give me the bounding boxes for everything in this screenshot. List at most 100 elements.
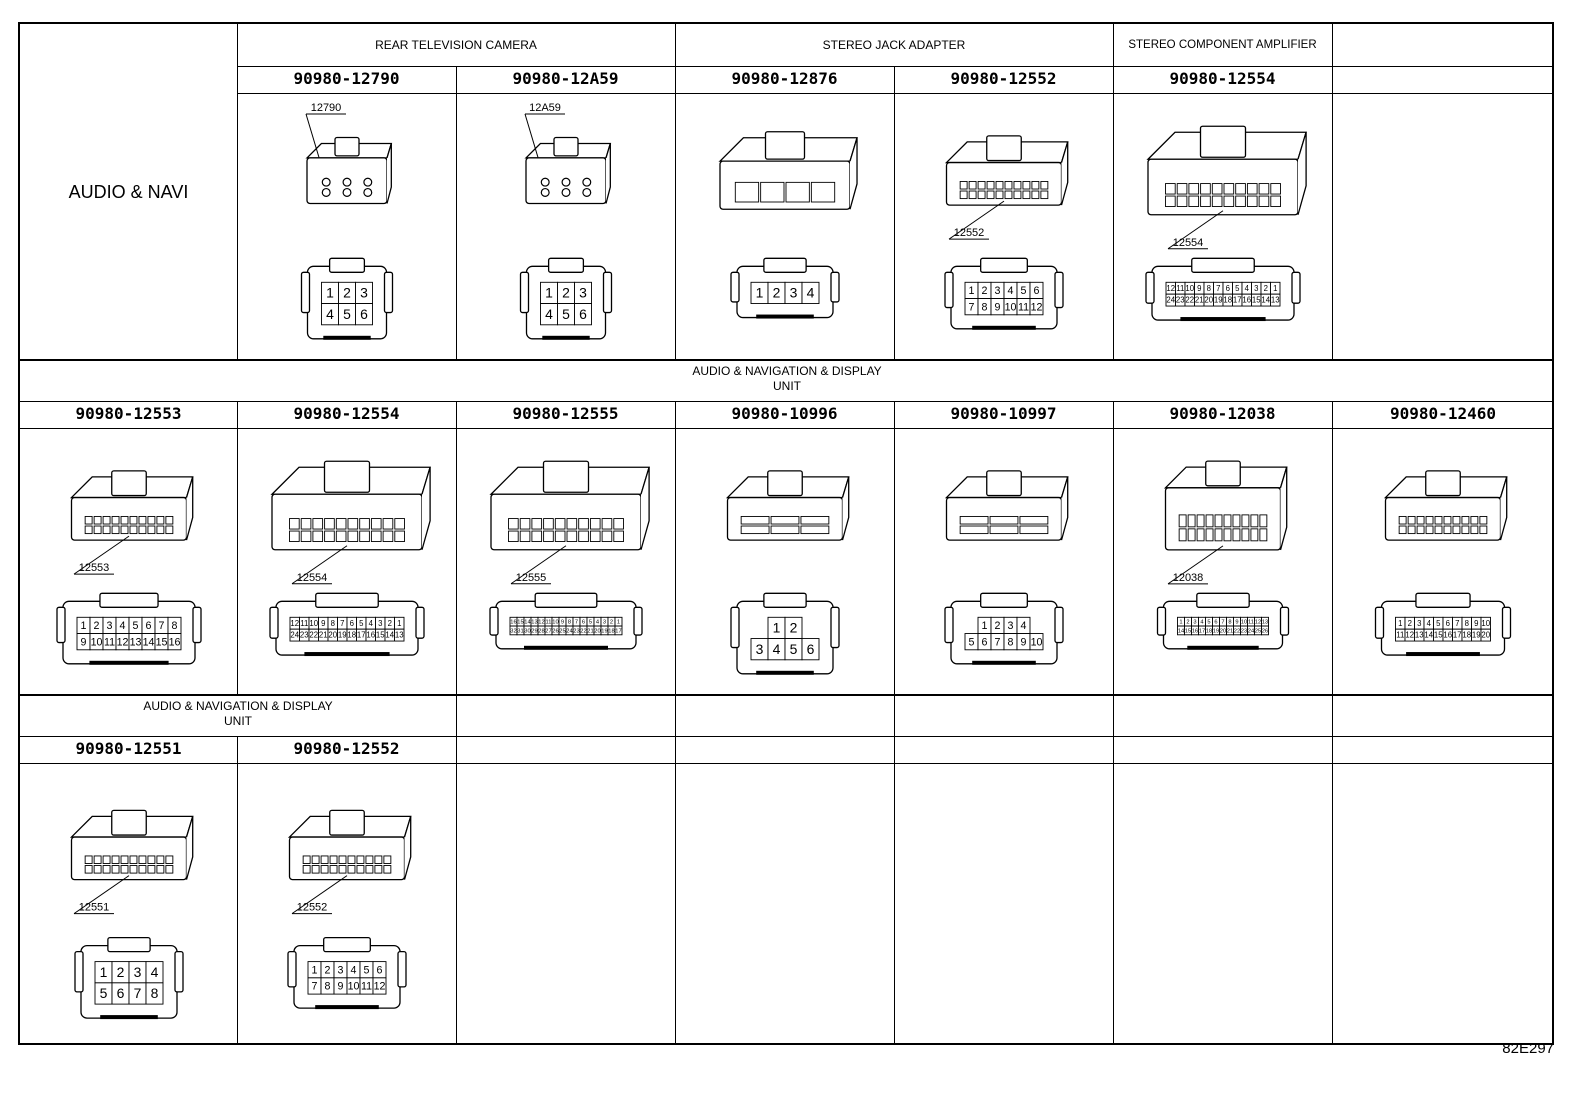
pin-number: 2 xyxy=(610,620,613,626)
callout: 12790 xyxy=(305,102,346,158)
pin-cavity xyxy=(329,855,338,864)
pin-cell xyxy=(1270,293,1281,307)
pin-cavity xyxy=(321,177,331,187)
key-strip xyxy=(323,335,371,340)
pin-number: 7 xyxy=(312,981,318,993)
pin-number: 11 xyxy=(104,636,115,648)
callout-line xyxy=(305,113,320,158)
pin-cavity xyxy=(1425,515,1434,525)
part-number: 90980-12554 xyxy=(293,404,400,423)
pin-number: 19 xyxy=(601,628,607,634)
pin-cavity xyxy=(519,518,531,530)
connector-outline xyxy=(640,467,650,550)
pin-cavity xyxy=(1214,514,1223,528)
connector-outline xyxy=(192,606,202,644)
pin-number: 29 xyxy=(531,628,537,634)
connector-iso-view xyxy=(1146,125,1307,216)
pin-cavity xyxy=(995,180,1004,190)
connector-outline xyxy=(1205,460,1241,487)
connector-outline xyxy=(602,271,613,314)
pin-number: 22 xyxy=(1234,628,1240,634)
pin-number: 8 xyxy=(1465,619,1469,628)
part-number: 90980-10996 xyxy=(731,404,838,423)
grid-line xyxy=(456,694,457,1045)
pin-cavity xyxy=(324,518,335,530)
pin-number: 7 xyxy=(575,620,578,626)
grid-line xyxy=(237,736,238,1045)
pin-number: 21 xyxy=(587,628,593,634)
pin-number: 2 xyxy=(325,964,331,976)
pin-number: 20 xyxy=(328,631,337,640)
pin-number: 9 xyxy=(995,301,1001,313)
pin-number: 10 xyxy=(91,636,103,648)
pin-number: 21 xyxy=(1195,296,1204,305)
pin-cavity xyxy=(1246,183,1258,195)
connector-iso-view xyxy=(944,135,1069,206)
pin-cavity xyxy=(311,855,320,864)
pin-cavity xyxy=(359,518,370,530)
pin-number: 7 xyxy=(1221,620,1224,626)
pin-number: 18 xyxy=(608,628,614,634)
pin-cavity xyxy=(165,515,174,525)
callout: 12A59 xyxy=(524,102,565,158)
pin-cavity xyxy=(959,190,968,200)
pin-cavity xyxy=(324,530,335,542)
pin-cavity xyxy=(785,181,810,203)
callout-label: 12554 xyxy=(297,572,328,584)
pin-number: 4 xyxy=(120,620,126,632)
pin-cavity xyxy=(300,518,312,530)
pin-cell xyxy=(145,982,164,1005)
pin-number: 25 xyxy=(1255,628,1261,634)
pin-cavity xyxy=(1258,195,1270,207)
pin-number: 13 xyxy=(531,620,537,626)
pin-number: 13 xyxy=(1262,620,1268,626)
pin-number: 20 xyxy=(594,628,600,634)
pin-cavity xyxy=(335,518,347,530)
pin-cavity xyxy=(84,515,93,525)
connector-iso-view xyxy=(287,809,412,881)
pin-cavity xyxy=(601,530,613,542)
pin-number: 17 xyxy=(1453,631,1462,640)
pin-number: 5 xyxy=(100,985,108,1001)
connector-outline xyxy=(1199,125,1247,158)
pin-number: 25 xyxy=(559,628,565,634)
callout: 12551 xyxy=(73,875,130,915)
grid-line xyxy=(456,66,457,359)
connector-outline xyxy=(415,606,425,639)
connector-outline xyxy=(329,809,365,836)
pin-number: 3 xyxy=(579,285,587,301)
part-number: 90980-10997 xyxy=(950,404,1057,423)
pin-number: 21 xyxy=(1227,628,1233,634)
grid-line xyxy=(237,24,238,359)
pin-cavity xyxy=(156,525,165,535)
pin-number: 7 xyxy=(1455,619,1459,628)
pin-number: 1 xyxy=(1273,284,1277,293)
pin-number: 4 xyxy=(1021,620,1027,632)
pin-cavity xyxy=(1188,183,1200,195)
callout-line xyxy=(510,545,567,585)
grid-line xyxy=(20,736,1554,737)
pin-number: 1 xyxy=(773,620,781,636)
pin-number: 1 xyxy=(1398,619,1402,628)
pin-number: 4 xyxy=(1008,285,1014,297)
connector-outline xyxy=(944,606,954,644)
pin-cavity xyxy=(93,525,102,535)
pin-number: 5 xyxy=(969,636,975,648)
callout: 12555 xyxy=(510,545,567,585)
connector-outline xyxy=(323,460,371,493)
pin-cavity xyxy=(1470,515,1479,525)
pin-cavity xyxy=(102,525,111,535)
pin-cavity xyxy=(156,855,165,864)
pin-cavity xyxy=(120,865,129,874)
pin-number: 4 xyxy=(773,641,781,657)
pin-cavity xyxy=(394,530,405,542)
group-label-audio-nav-unit: AUDIO & NAVIGATION & DISPLAY UNIT xyxy=(20,699,456,729)
pin-cavity xyxy=(102,855,111,864)
pin-cavity xyxy=(347,530,359,542)
